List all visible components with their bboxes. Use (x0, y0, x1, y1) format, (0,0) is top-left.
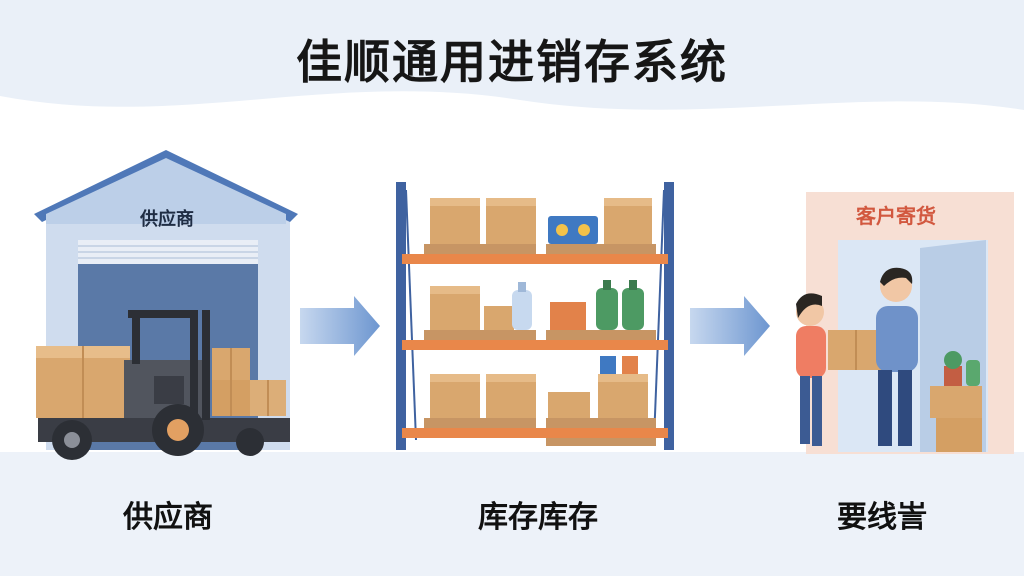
supplier-warehouse-illustration (34, 150, 298, 460)
shop-sign: 客户寄货 (856, 204, 936, 228)
warehouse-shelving-illustration (396, 182, 674, 450)
page-title: 佳顺通用进销存系统 (296, 35, 728, 89)
arrow-right-icon (300, 296, 380, 356)
stage-label-customer: 要线訔 (837, 500, 927, 535)
floor (0, 452, 1024, 576)
arrow-right-icon (690, 296, 770, 356)
stage-label-inventory: 库存库存 (478, 500, 598, 535)
stage-label-supplier: 供应商 (123, 500, 213, 535)
customer-delivery-illustration (796, 192, 1014, 454)
supplier-sign: 供应商 (140, 209, 194, 230)
